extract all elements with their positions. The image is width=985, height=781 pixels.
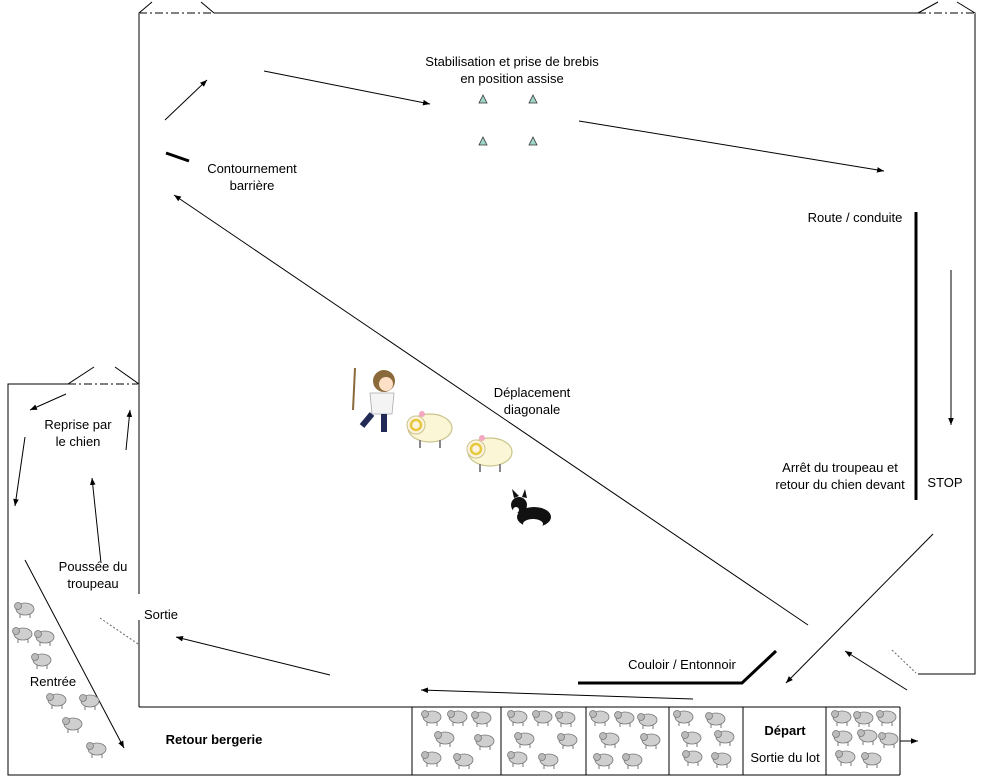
sheep-pen-depart bbox=[831, 710, 899, 769]
label-contournement: Contournement barrière bbox=[192, 160, 312, 194]
label-sortie-lot: Sortie du lot bbox=[750, 750, 820, 765]
sheep-pen-4 bbox=[673, 710, 735, 769]
label-poussee-line2: troupeau bbox=[67, 576, 119, 591]
label-arret: Arrêt du troupeau et retour du chien dev… bbox=[765, 459, 915, 493]
label-poussee: Poussée du troupeau bbox=[45, 558, 141, 592]
sheep-pen-2 bbox=[507, 710, 578, 770]
label-deplacement-line1: Déplacement bbox=[493, 385, 571, 400]
label-reprise-line1: Reprise par bbox=[44, 417, 112, 432]
gate-top-left bbox=[138, 1, 215, 14]
sheep-pen-3 bbox=[589, 710, 661, 770]
arrow bbox=[844, 650, 908, 691]
funnel-barrier bbox=[578, 649, 778, 685]
main-field-enclosure bbox=[138, 12, 976, 707]
ram-icon bbox=[465, 433, 514, 474]
arrow bbox=[420, 687, 694, 700]
label-arret-line1: Arrêt du troupeau et bbox=[782, 460, 898, 475]
ram-icon bbox=[405, 409, 454, 450]
contournement-barrier bbox=[165, 151, 190, 163]
cone-icon bbox=[478, 94, 488, 104]
label-stabilisation: Stabilisation et prise de brebis en posi… bbox=[402, 53, 622, 87]
arrow bbox=[89, 477, 102, 564]
arrow bbox=[29, 393, 67, 411]
label-poussee-line1: Poussée du bbox=[58, 559, 128, 574]
cone-icon bbox=[528, 136, 538, 146]
label-contournement-line1: Contournement bbox=[207, 161, 297, 176]
cone-icon bbox=[528, 94, 538, 104]
shepherd-icon bbox=[352, 367, 395, 432]
cone-group bbox=[478, 94, 538, 146]
label-stabilisation-line1: Stabilisation et prise de brebis bbox=[425, 54, 599, 69]
label-arret-line2: retour du chien devant bbox=[775, 477, 905, 492]
start-gate-dotted bbox=[891, 649, 917, 674]
label-contournement-line2: barrière bbox=[229, 178, 275, 193]
arrow bbox=[13, 436, 26, 507]
label-deplacement-line2: diagonale bbox=[503, 402, 561, 417]
label-route: Route / conduite bbox=[807, 210, 903, 225]
border-collie-icon bbox=[511, 489, 551, 539]
label-retour-bergerie: Retour bergerie bbox=[165, 732, 263, 747]
label-reprise: Reprise par le chien bbox=[30, 416, 126, 450]
arrow bbox=[24, 559, 125, 749]
label-couloir: Couloir / Entonnoir bbox=[628, 657, 736, 672]
arrow bbox=[173, 194, 809, 626]
gate-top-right bbox=[917, 1, 976, 14]
arrow bbox=[164, 79, 208, 121]
sheep-pen-1 bbox=[421, 710, 495, 770]
arrow bbox=[175, 635, 331, 676]
gate-left-pen bbox=[67, 366, 140, 385]
label-stop: STOP bbox=[927, 475, 963, 490]
arrow bbox=[785, 533, 934, 684]
label-reprise-line2: le chien bbox=[55, 434, 101, 449]
arrow bbox=[125, 409, 133, 451]
arrow bbox=[263, 70, 431, 106]
exit-gate-dotted bbox=[99, 617, 139, 645]
course-arrows bbox=[13, 70, 954, 749]
label-rentree: Rentrée bbox=[29, 674, 77, 689]
arrow bbox=[578, 120, 885, 173]
cone-icon bbox=[478, 136, 488, 146]
label-stabilisation-line2: en position assise bbox=[460, 71, 564, 86]
label-depart: Départ bbox=[764, 723, 806, 738]
label-sortie: Sortie bbox=[144, 607, 178, 622]
label-deplacement: Déplacement diagonale bbox=[472, 384, 592, 418]
